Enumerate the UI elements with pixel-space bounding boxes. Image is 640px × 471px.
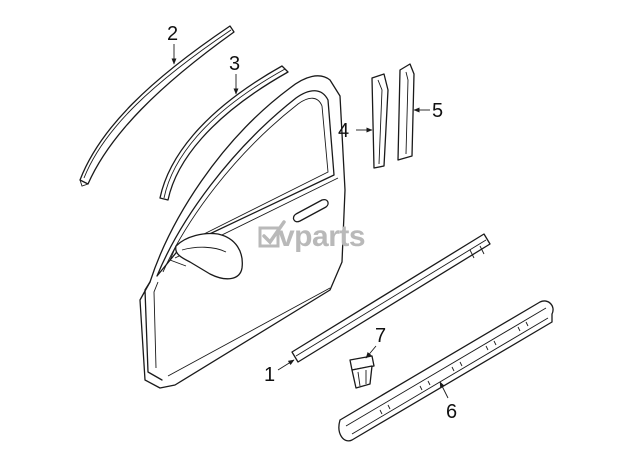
callout-4: 4 xyxy=(338,120,349,142)
part-2-window-molding xyxy=(79,25,235,187)
callout-2: 2 xyxy=(167,23,178,45)
leader-arrows xyxy=(171,44,449,399)
part-3-window-channel xyxy=(159,65,289,201)
watermark-text: vparts xyxy=(278,220,365,253)
part-4-pillar-trim xyxy=(371,73,389,169)
part-1-door-molding xyxy=(291,233,491,363)
part-7-clip xyxy=(349,355,375,389)
rocker-clip-marks xyxy=(379,321,529,415)
callout-5: 5 xyxy=(432,100,443,122)
vparts-watermark: vparts xyxy=(258,220,366,253)
callout-1: 1 xyxy=(264,364,275,386)
leader-1 xyxy=(277,359,295,371)
part-6-rocker-molding xyxy=(338,300,554,442)
leader-6 xyxy=(439,381,449,399)
callout-6: 6 xyxy=(446,401,457,423)
front-door xyxy=(139,75,346,389)
callout-3: 3 xyxy=(229,53,240,75)
leader-7 xyxy=(365,345,377,359)
part-5-pillar-applique xyxy=(397,63,415,161)
callout-7: 7 xyxy=(375,325,386,347)
watermark-logo-icon xyxy=(258,220,286,248)
